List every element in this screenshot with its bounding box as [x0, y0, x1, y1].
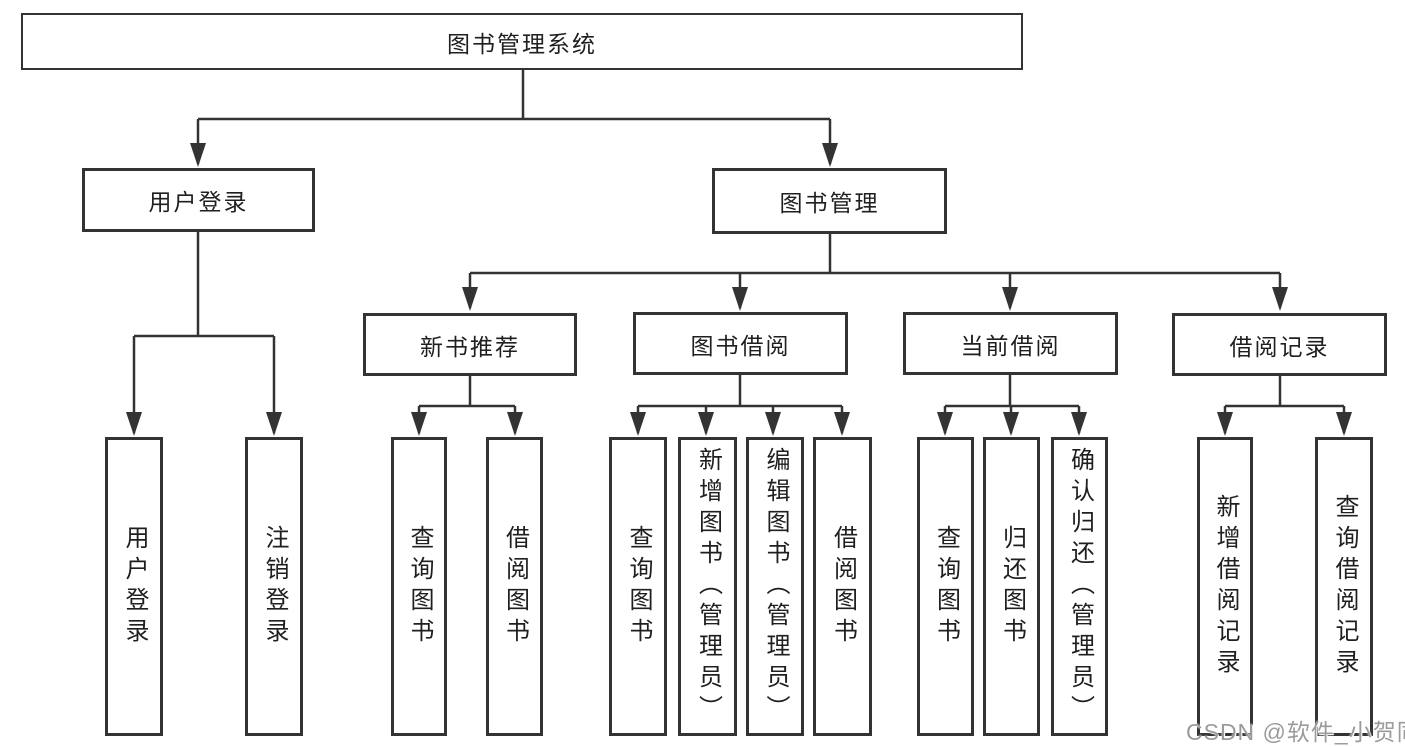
node-user-login: 用户登录	[82, 168, 315, 232]
leaf-add-books-admin: 新增图书（管理员）	[678, 437, 737, 736]
node-book-borrowing: 图书借阅	[633, 312, 848, 375]
leaf-user-login: 用户登录	[105, 437, 163, 736]
leaf-borrow-books-recommend: 借阅图书	[486, 437, 543, 736]
leaf-edit-books-admin: 编辑图书（管理员）	[746, 437, 804, 736]
watermark-text: CSDN @软件_小贺同学	[1186, 719, 1405, 745]
node-new-book-recommend: 新书推荐	[363, 313, 577, 376]
leaf-logout: 注销登录	[245, 437, 303, 736]
node-book-management: 图书管理	[712, 168, 947, 234]
leaf-return-books: 归还图书	[983, 437, 1040, 736]
node-current-borrowing: 当前借阅	[903, 312, 1118, 375]
leaf-borrow-books-borrowing: 借阅图书	[813, 437, 872, 736]
leaf-query-borrow-record: 查询借阅记录	[1315, 437, 1373, 736]
leaf-query-books-borrowing: 查询图书	[609, 437, 667, 736]
leaf-confirm-return-admin: 确认归还（管理员）	[1051, 437, 1108, 736]
leaf-add-borrow-record: 新增借阅记录	[1197, 437, 1253, 736]
node-borrowing-records: 借阅记录	[1172, 313, 1387, 376]
leaf-query-books-recommend: 查询图书	[391, 437, 447, 736]
node-library-system: 图书管理系统	[21, 13, 1023, 70]
leaf-query-books-current: 查询图书	[917, 437, 974, 736]
